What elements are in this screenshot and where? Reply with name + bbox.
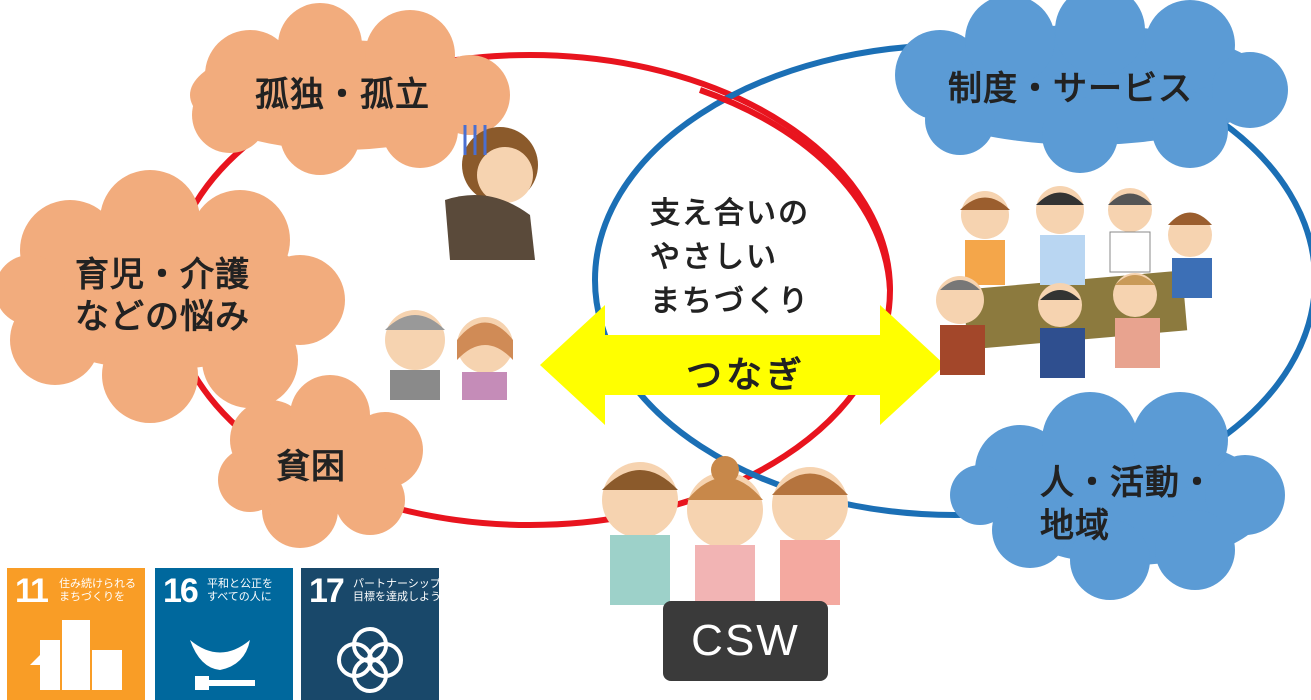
- csw-badge: CSW: [663, 601, 828, 681]
- isolated-person-illustration: [445, 125, 538, 260]
- poverty-label: 貧困: [276, 447, 346, 487]
- sdg-label-line1: 住み続けられる: [59, 578, 136, 590]
- care-label-line1: 育児・介護: [75, 255, 250, 295]
- flower-icon: [337, 627, 403, 693]
- cloud-isolation: [190, 3, 510, 175]
- sdg-label-line2: すべての人に: [207, 591, 272, 603]
- cloud-care: [0, 170, 345, 423]
- sdg-label: 住み続けられる まちづくりを: [59, 578, 136, 604]
- dove-icon: [190, 640, 255, 690]
- sdg-label-line1: パートナーシップで: [353, 578, 452, 590]
- sdg-label-line2: 目標を達成しよう: [353, 591, 441, 603]
- connect-arrow: [540, 305, 945, 425]
- community-label-line1: 人・活動・: [1040, 463, 1215, 503]
- center-slogan-line3: まちづくり: [650, 284, 810, 319]
- services-label: 制度・サービス: [948, 69, 1193, 109]
- sdg-16-tile: [155, 568, 293, 700]
- center-slogan-line2: やさしい: [650, 240, 778, 275]
- worried-couple-illustration: [385, 310, 513, 400]
- cloud-poverty: [218, 375, 423, 548]
- sdg-label: 平和と公正を すべての人に: [207, 578, 273, 604]
- sdg-label-line1: 平和と公正を: [207, 578, 273, 590]
- arrow-label: つなぎ: [685, 355, 806, 396]
- city-icon: [30, 620, 122, 690]
- sdg-label: パートナーシップで 目標を達成しよう: [353, 578, 452, 604]
- sdg-label-line2: まちづくりを: [59, 591, 125, 603]
- sdg-17-tile: [301, 568, 439, 700]
- cloud-services: [895, 0, 1288, 173]
- sdg-11: 11 住み続けられる まちづくりを: [7, 568, 145, 700]
- center-slogan-line1: 支え合いの: [650, 196, 810, 231]
- community-label-line2: 地域: [1040, 506, 1110, 546]
- cloud-community: [950, 392, 1285, 600]
- sdg-number: 11: [15, 572, 49, 610]
- isolation-label: 孤独・孤立: [255, 75, 430, 115]
- sdg-17: 17 パートナーシップで 目標を達成しよう: [301, 568, 452, 700]
- sdg-16: 16 平和と公正を すべての人に: [155, 568, 293, 700]
- sdg-number: 16: [163, 572, 199, 610]
- meeting-group-illustration: [936, 186, 1212, 378]
- care-label-line2: などの悩み: [75, 297, 250, 337]
- sdg-number: 17: [309, 572, 345, 610]
- csw-staff-illustration: [602, 456, 848, 605]
- center-slogan: 支え合いの やさしい まちづくり: [650, 192, 850, 324]
